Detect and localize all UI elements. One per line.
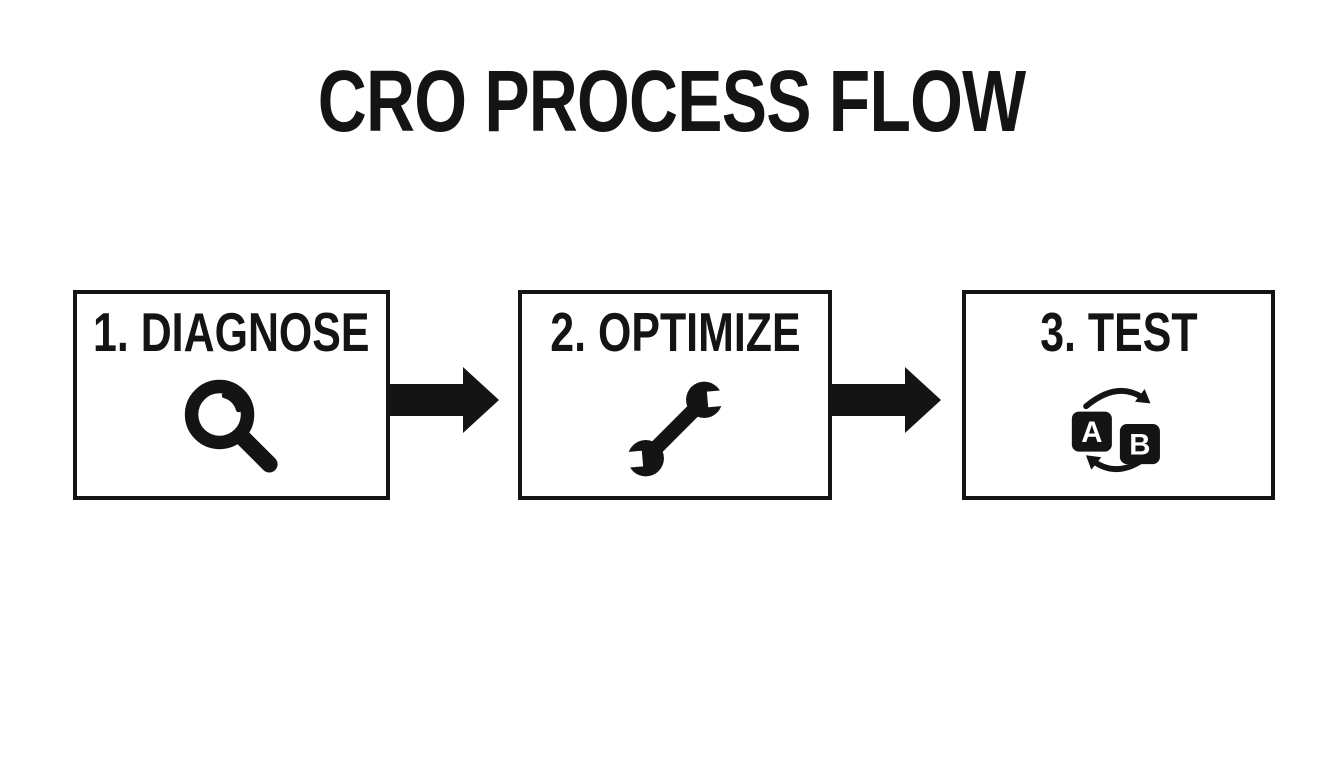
step-icon-wrap <box>613 362 737 496</box>
magnifier-icon <box>184 379 278 473</box>
wrench-icon <box>613 381 737 477</box>
step-label-text: 3. TEST <box>1039 301 1198 363</box>
flow-arrow-2 <box>830 367 941 433</box>
step-label: 3. TEST <box>1018 301 1220 363</box>
flow-arrow-1 <box>388 367 499 433</box>
page-title-text: CRO PROCESS FLOW <box>318 53 1026 150</box>
step-label: 1. DIAGNOSE <box>54 301 409 363</box>
ab-test-cycle-icon: A B <box>1071 388 1160 473</box>
page-title: CRO PROCESS FLOW <box>0 58 1344 145</box>
step-label-text: 1. DIAGNOSE <box>93 301 370 363</box>
variant-b-letter: B <box>1129 429 1150 462</box>
step-label: 2. OPTIMIZE <box>515 301 836 363</box>
step-icon-wrap: A B <box>1061 362 1177 496</box>
step-box-diagnose: 1. DIAGNOSE <box>73 290 390 500</box>
step-box-optimize: 2. OPTIMIZE <box>518 290 832 500</box>
variant-a-letter: A <box>1081 416 1102 449</box>
step-icon-wrap <box>175 362 289 496</box>
step-box-test: 3. TEST A B <box>962 290 1275 500</box>
step-label-text: 2. OPTIMIZE <box>549 301 801 363</box>
